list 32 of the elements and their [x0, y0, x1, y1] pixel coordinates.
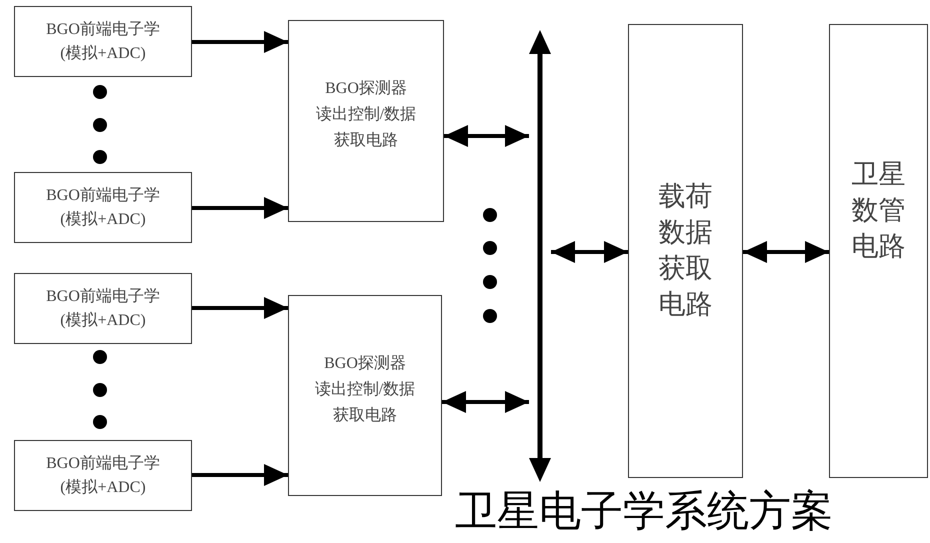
- caption: 卫星电子学系统方案: [455, 485, 833, 537]
- node-text: BGO前端电子学: [46, 286, 160, 306]
- node-text: 载荷数据获取电路: [658, 180, 714, 322]
- block-box: [14, 6, 192, 77]
- node-text: 读出控制/数据获取电路: [314, 104, 418, 151]
- node-text: BGO探测器: [324, 354, 406, 374]
- arrow: [192, 197, 288, 219]
- node-text: BGO前端电子学: [46, 20, 160, 40]
- arrow: [551, 241, 628, 263]
- arrow: [192, 31, 288, 53]
- node-text: (模拟+ADC): [60, 478, 146, 498]
- node-text: BGO前端电子学: [46, 454, 160, 474]
- block-box: [628, 24, 743, 478]
- node-text: BGO探测器: [325, 79, 407, 99]
- block-box: [14, 440, 192, 511]
- arrow: [192, 297, 288, 319]
- block-box: [829, 24, 928, 478]
- block-box: [14, 273, 192, 344]
- block-box: [288, 20, 444, 222]
- node-text: (模拟+ADC): [60, 310, 146, 330]
- block-box: [288, 295, 442, 496]
- node-text: 卫星数管电路: [850, 158, 906, 264]
- arrow: [743, 241, 829, 263]
- arrow: [442, 391, 529, 413]
- bus-arrow: [529, 30, 551, 482]
- node-text: (模拟+ADC): [60, 210, 146, 230]
- arrow: [192, 464, 288, 486]
- arrow: [444, 125, 529, 147]
- node-text: (模拟+ADC): [60, 44, 146, 64]
- node-text: BGO前端电子学: [46, 186, 160, 206]
- block-box: [14, 172, 192, 243]
- node-text: 读出控制/数据获取电路: [314, 380, 416, 426]
